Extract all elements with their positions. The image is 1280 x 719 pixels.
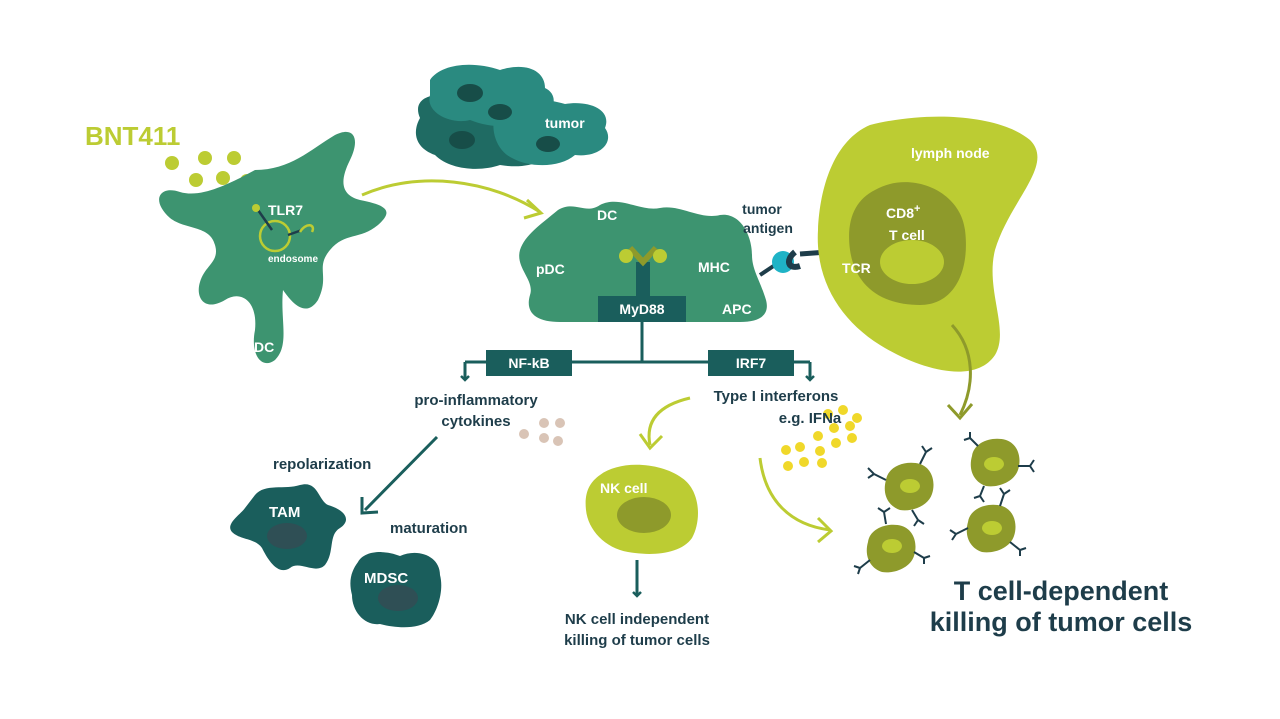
t-killing-label-line1: T cell-dependent: [954, 576, 1169, 606]
arrow-to-killing: [758, 457, 831, 532]
t-killing-label-line2: killing of tumor cells: [930, 607, 1193, 637]
myd88-label: MyD88: [619, 301, 664, 317]
tcr-label: TCR: [842, 260, 871, 276]
lymph-node-label: lymph node: [911, 145, 990, 161]
nk-killing-label-line2: killing of tumor cells: [564, 632, 710, 649]
pdc-label: pDC: [536, 261, 565, 277]
mdsc-label: MDSC: [364, 570, 408, 587]
cd8-text: CD8: [886, 205, 914, 221]
interferon-particles: [781, 405, 862, 471]
arrow-to-tam: [363, 435, 439, 512]
drug-name-label: BNT411: [85, 121, 180, 151]
myd88-box: [598, 296, 686, 322]
nk-cell-label: NK cell: [600, 480, 647, 496]
nk-nucleus: [617, 497, 671, 533]
cytokine-particles: [519, 418, 565, 446]
mdsc-nucleus: [378, 585, 418, 611]
tumor-cell-3: [853, 507, 931, 575]
ifn-label-line1: Type I interferons: [714, 388, 839, 405]
tlr7-label: TLR7: [268, 202, 303, 218]
maturation-label: maturation: [390, 520, 468, 537]
dc-left-label: DC: [254, 339, 274, 355]
tumor-label: tumor: [545, 115, 585, 131]
arrow-to-dc: [361, 179, 541, 214]
endosome-icon: [252, 204, 315, 253]
tam-nucleus: [267, 523, 307, 549]
tumor-antigen-label-line1: tumor: [742, 201, 782, 217]
mhc-receptor-icon: [619, 245, 667, 298]
irf7-label: IRF7: [736, 355, 767, 371]
tumor-cells: [415, 64, 609, 169]
tumor-cell-2: [963, 432, 1035, 503]
endosome-label: endosome: [268, 254, 318, 265]
cytokines-label-line2: cytokines: [441, 413, 510, 430]
nfkb-box: [486, 350, 572, 376]
cytokines-label-line1: pro-inflammatory: [414, 392, 538, 409]
repolarization-label: repolarization: [273, 456, 371, 473]
nk-killing-label-line1: NK cell independent: [565, 611, 709, 628]
tumor-antigen-label-line2: antigen: [743, 220, 793, 236]
mhc-label: MHC: [698, 259, 730, 275]
ifn-label-line2: e.g. IFNa: [779, 410, 842, 427]
irf7-box: [708, 350, 794, 376]
cd8-label-line2: T cell: [889, 227, 925, 243]
tumor-cell-cluster: [853, 432, 1035, 575]
tam-label: TAM: [269, 504, 300, 521]
dendritic-cell-left: [159, 131, 387, 364]
tumor-cell-1: [867, 445, 934, 527]
cd8-label-line1: CD8+: [886, 203, 920, 221]
dc-top-label: DC: [597, 207, 617, 223]
cd8-superscript: +: [914, 203, 920, 215]
arrow-to-tcells: [950, 323, 972, 416]
arrow-to-nk: [647, 396, 691, 446]
apc-label: APC: [722, 301, 752, 317]
cd8-nucleus: [880, 240, 944, 284]
nfkb-label: NF-kB: [508, 355, 549, 371]
tumor-cell-4: [949, 487, 1027, 556]
